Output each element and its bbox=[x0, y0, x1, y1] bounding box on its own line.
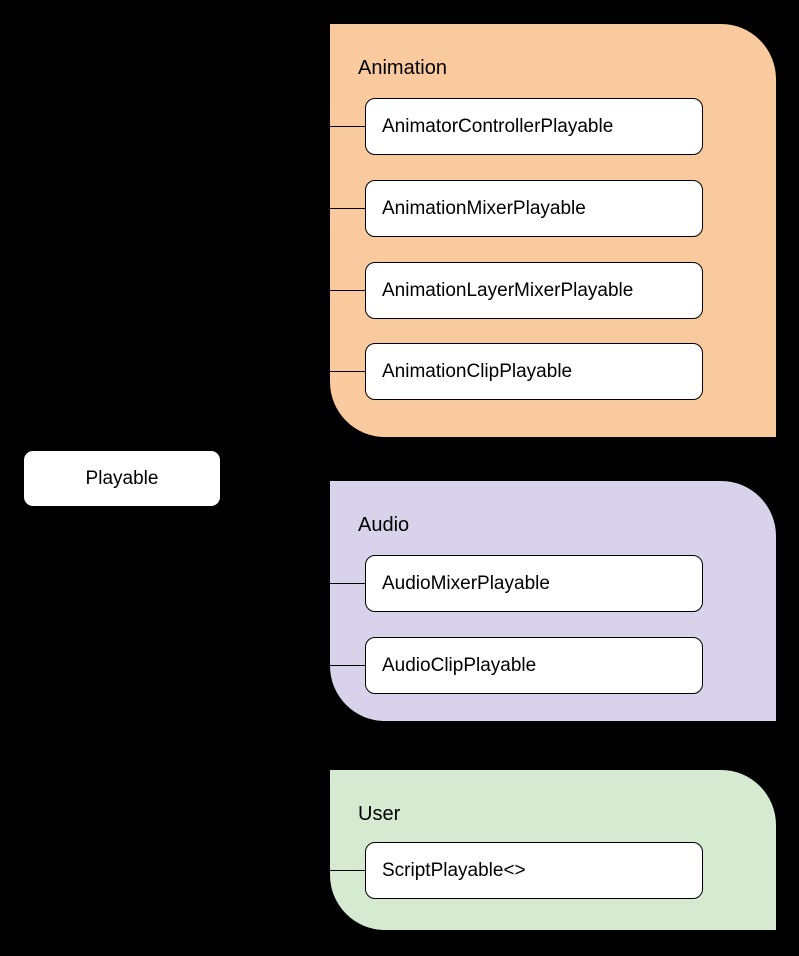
connector-animation-0 bbox=[330, 126, 366, 127]
node-scriptplayable[interactable]: ScriptPlayable<> bbox=[365, 842, 703, 899]
node-label: AudioClipPlayable bbox=[382, 654, 537, 676]
node-audiomixerplayable[interactable]: AudioMixerPlayable bbox=[365, 555, 703, 612]
node-animationclipplayable[interactable]: AnimationClipPlayable bbox=[365, 343, 703, 400]
node-label: AudioMixerPlayable bbox=[382, 572, 550, 594]
connector-animation-1 bbox=[330, 208, 366, 209]
node-audioclipplayable[interactable]: AudioClipPlayable bbox=[365, 637, 703, 694]
node-label: AnimationMixerPlayable bbox=[382, 197, 586, 219]
node-playable-root[interactable]: Playable bbox=[23, 450, 221, 507]
node-label: ScriptPlayable<> bbox=[382, 859, 526, 881]
node-label: Playable bbox=[85, 467, 159, 489]
node-label: AnimationLayerMixerPlayable bbox=[382, 279, 634, 301]
connector-audio-0 bbox=[330, 583, 366, 584]
group-user-title: User bbox=[358, 803, 401, 825]
connector-animation-3 bbox=[330, 371, 366, 372]
connector-audio-1 bbox=[330, 665, 366, 666]
group-animation-title: Animation bbox=[358, 57, 447, 79]
node-label: AnimationClipPlayable bbox=[382, 360, 573, 382]
node-animationlayermixerplayable[interactable]: AnimationLayerMixerPlayable bbox=[365, 262, 703, 319]
connector-user-0 bbox=[330, 870, 366, 871]
connector-animation-2 bbox=[330, 290, 366, 291]
node-animatorcontrollerplayable[interactable]: AnimatorControllerPlayable bbox=[365, 98, 703, 155]
node-animationmixerplayable[interactable]: AnimationMixerPlayable bbox=[365, 180, 703, 237]
node-label: AnimatorControllerPlayable bbox=[382, 115, 614, 137]
group-audio-title: Audio bbox=[358, 514, 410, 536]
